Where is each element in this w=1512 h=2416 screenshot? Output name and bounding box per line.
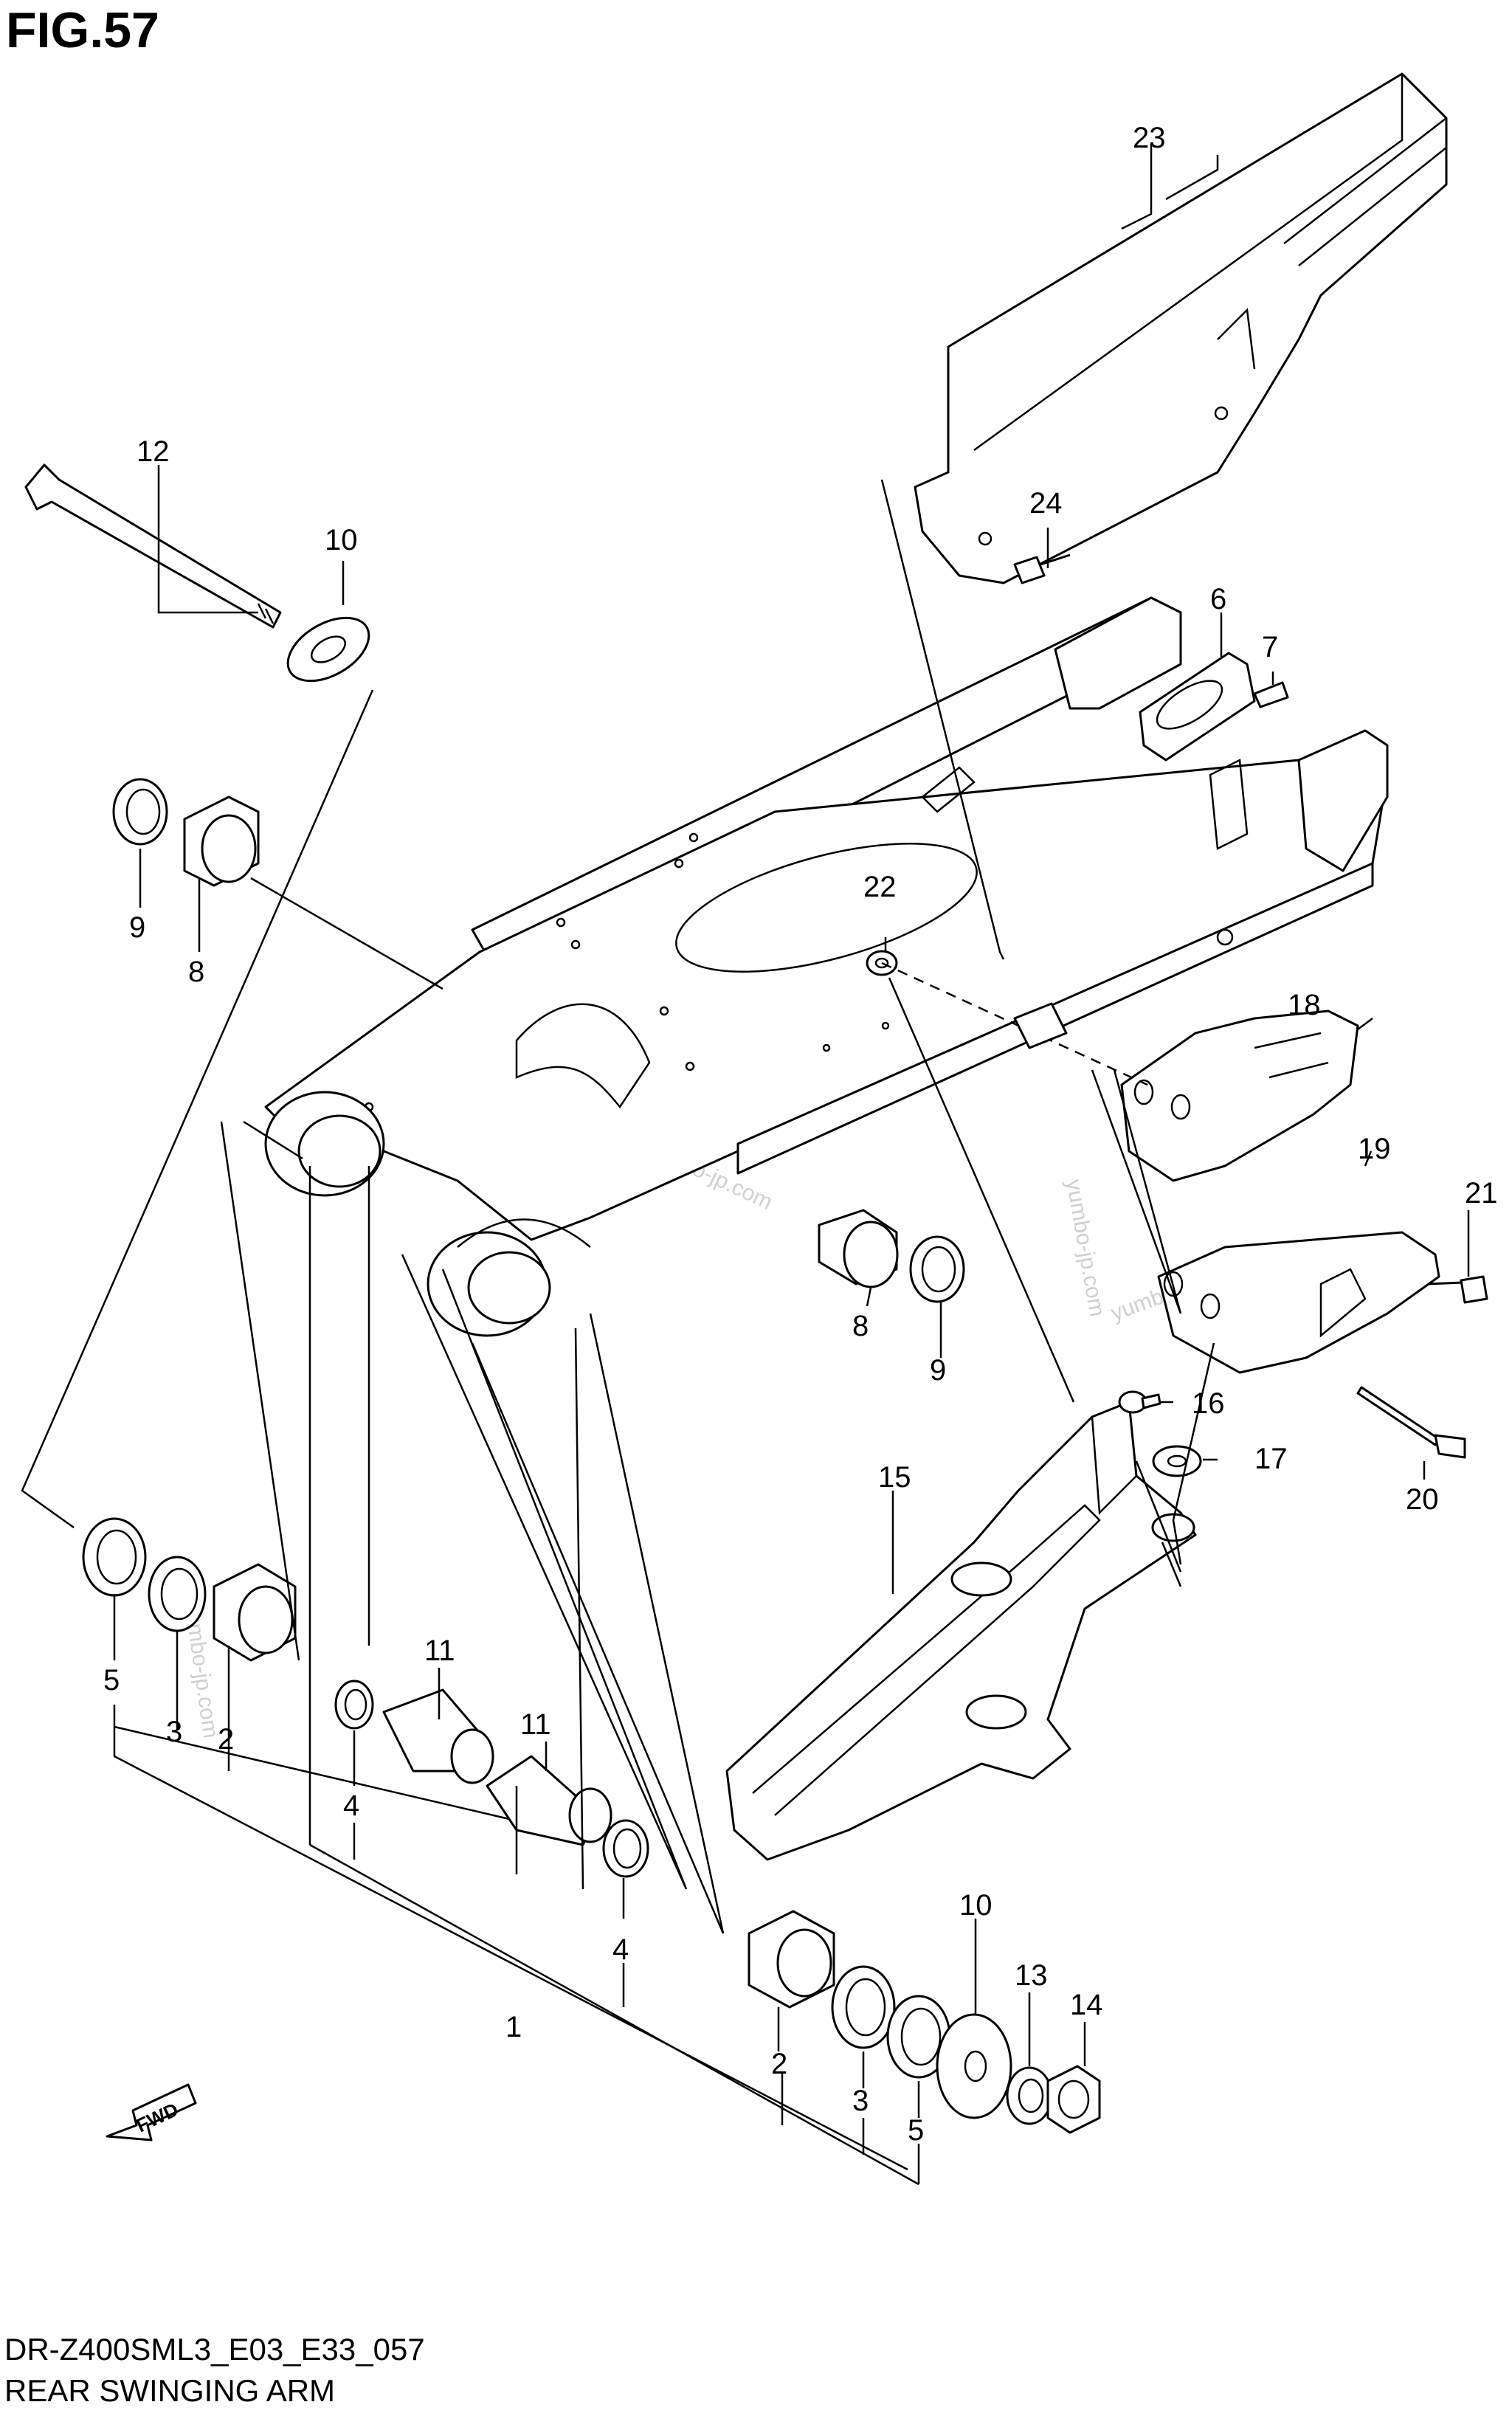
fwd-direction-badge: FWD <box>106 2083 197 2141</box>
callout-22: 22 <box>863 871 897 903</box>
bearing-part-8-right <box>818 1209 899 1288</box>
washer-part-17 <box>1152 1445 1202 1477</box>
seal-part-9-right <box>909 1235 965 1303</box>
callout-11: 11 <box>424 1635 455 1667</box>
washer-part-10-top <box>286 616 370 683</box>
callout-labels: 1 2 2 3 3 4 4 5 5 6 7 8 8 9 9 10 10 11 1… <box>103 122 1498 2147</box>
watermark: yumbo-jp.com <box>1061 1177 1109 1318</box>
swingarm-body-part-1 <box>264 596 1389 1337</box>
callout-5: 5 <box>908 2114 924 2147</box>
seal-part-3-left <box>148 1556 207 1632</box>
callout-2: 2 <box>771 2048 787 2080</box>
callout-12: 12 <box>137 435 170 468</box>
callout-7: 7 <box>1262 631 1278 663</box>
callout-17: 17 <box>1254 1443 1288 1475</box>
bearing-part-2-right <box>748 1910 835 2009</box>
callout-19: 19 <box>1358 1133 1391 1165</box>
callout-3: 3 <box>852 2085 869 2117</box>
callout-11: 11 <box>520 1708 551 1741</box>
callout-2: 2 <box>218 1723 234 1756</box>
callout-4: 4 <box>612 1933 629 1966</box>
callout-24: 24 <box>1029 487 1063 520</box>
callout-13: 13 <box>1015 1959 1048 1992</box>
callout-8: 8 <box>852 1310 869 1342</box>
screw-part-24 <box>1013 553 1071 584</box>
callout-3: 3 <box>166 1716 182 1748</box>
washer-part-13 <box>1006 2066 1053 2125</box>
seal-part-3-right <box>831 1965 896 2049</box>
bearing-part-2-left <box>213 1563 297 1662</box>
callout-8: 8 <box>188 956 204 988</box>
leader-lines <box>21 144 1470 2186</box>
washer-part-10-bottom <box>936 2013 1012 2119</box>
callout-5: 5 <box>103 1664 120 1697</box>
callout-20: 20 <box>1406 1483 1439 1516</box>
washer-part-4-right <box>602 1819 649 1878</box>
collar-part-11-right <box>486 1755 612 1846</box>
chain-guide-part-19 <box>1157 1231 1440 1374</box>
callout-9: 9 <box>129 911 145 944</box>
figure-title: FIG.57 <box>6 2 159 58</box>
callout-14: 14 <box>1070 1989 1103 2021</box>
callout-18: 18 <box>1288 989 1321 1021</box>
callout-1: 1 <box>505 2011 522 2043</box>
bolt-part-20 <box>1356 1386 1466 1459</box>
assembly-name: REAR SWINGING ARM <box>4 2373 336 2408</box>
collar-part-11-left <box>382 1688 494 1784</box>
chain-slider-part-15 <box>725 1401 1197 1861</box>
pivot-shaft-part-12 <box>24 463 282 629</box>
callout-6: 6 <box>1210 583 1226 615</box>
catalog-code: DR-Z400SML3_E03_E33_057 <box>4 2332 425 2367</box>
chain-guide-part-18 <box>1120 1009 1359 1182</box>
callout-23: 23 <box>1133 122 1166 154</box>
callout-21: 21 <box>1465 1177 1498 1209</box>
callout-15: 15 <box>878 1461 911 1494</box>
seal-part-5-left <box>82 1517 147 1597</box>
washer-part-4-left <box>334 1680 374 1730</box>
adjuster-plate-part-6 <box>1139 652 1289 762</box>
bolt-part-21 <box>1427 1275 1488 1304</box>
callout-9: 9 <box>930 1354 946 1387</box>
callout-4: 4 <box>343 1789 359 1822</box>
callout-10: 10 <box>325 524 358 556</box>
chain-case-part-23 <box>914 72 1448 584</box>
screw-part-16 <box>1118 1390 1161 1414</box>
callout-16: 16 <box>1192 1387 1225 1420</box>
nut-part-14 <box>1046 2065 1101 2134</box>
bearing-part-8-top <box>183 795 260 887</box>
callout-10: 10 <box>959 1889 993 1922</box>
seal-part-9-top <box>112 778 168 846</box>
seal-part-5-right <box>886 1995 951 2079</box>
